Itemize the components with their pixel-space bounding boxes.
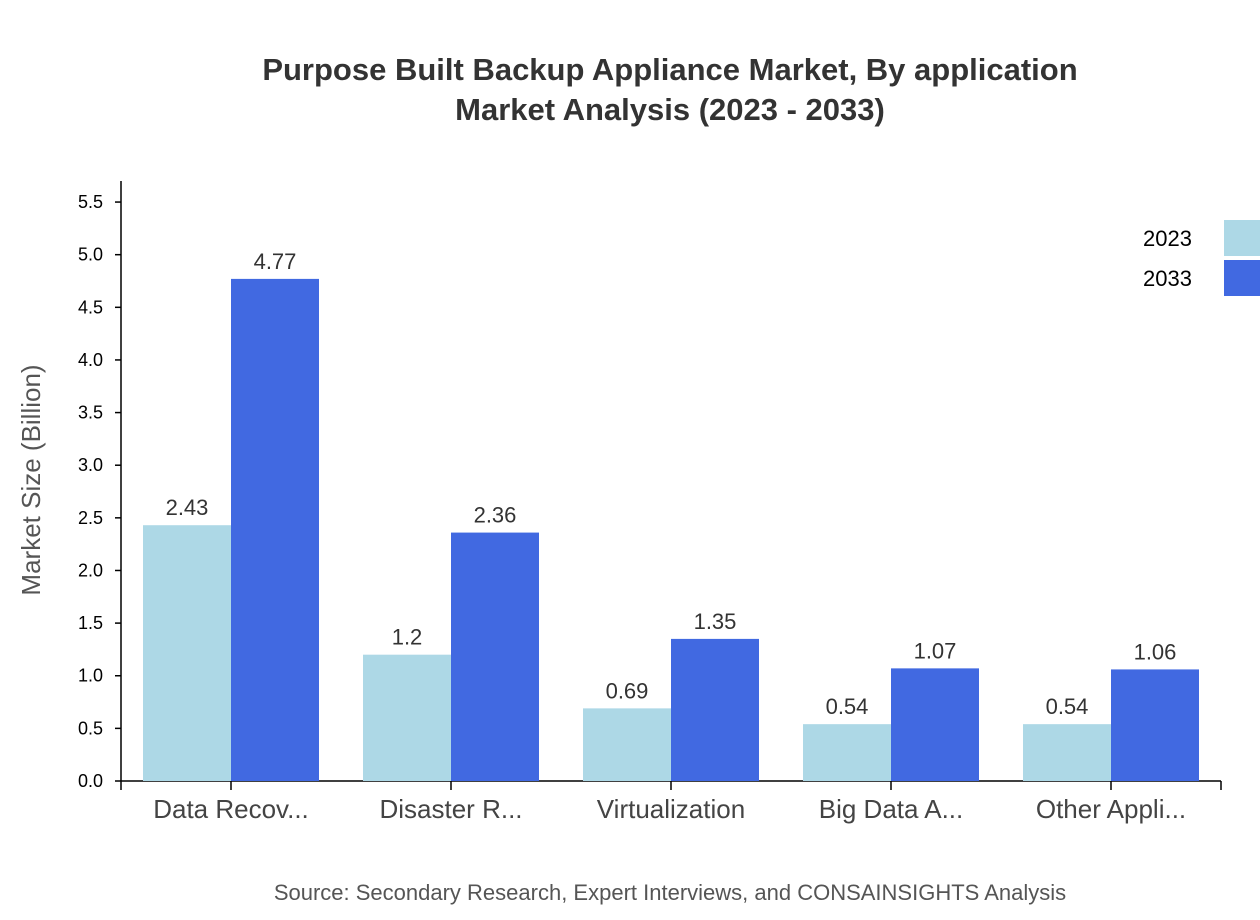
bar-value-label: 1.06 [1134, 639, 1177, 664]
x-category-label: Data Recov... [153, 794, 309, 824]
bar-2023 [583, 708, 671, 781]
y-tick-label: 1.5 [78, 613, 103, 633]
bar-2023 [803, 724, 891, 781]
y-tick-label: 4.5 [78, 297, 103, 317]
y-tick-label: 3.0 [78, 455, 103, 475]
x-category-label: Big Data A... [819, 794, 964, 824]
y-tick-label: 4.0 [78, 350, 103, 370]
y-tick-label: 2.5 [78, 508, 103, 528]
bar-value-label: 4.77 [254, 249, 297, 274]
legend-swatch-2033 [1224, 260, 1260, 296]
y-tick-label: 5.0 [78, 245, 103, 265]
y-tick-label: 5.5 [78, 192, 103, 212]
bar-2033 [231, 278, 319, 781]
chart-subtitle: Market Analysis (2023 - 2033) [455, 92, 885, 127]
legend-swatch-2023 [1224, 220, 1260, 256]
bar-2023 [1023, 724, 1111, 781]
bar-value-label: 1.35 [694, 609, 737, 634]
bar-2033 [451, 532, 539, 781]
legend: 2023 2033 [1143, 220, 1260, 296]
y-tick-label: 2.0 [78, 560, 103, 580]
legend-label: 2023 [1143, 226, 1192, 251]
y-tick-label: 0.5 [78, 718, 103, 738]
bar-2033 [671, 638, 759, 781]
bar-value-label: 0.54 [826, 694, 869, 719]
x-category-label: Virtualization [597, 794, 745, 824]
x-category-label: Other Appli... [1036, 794, 1186, 824]
y-axis-title: Market Size (Billion) [16, 364, 46, 595]
source-note: Source: Secondary Research, Expert Inter… [274, 880, 1066, 905]
y-tick-label: 1.0 [78, 666, 103, 686]
bar-value-label: 2.36 [474, 503, 517, 528]
y-tick-label: 3.5 [78, 403, 103, 423]
bar-2033 [1111, 669, 1199, 781]
y-tick-label: 0.0 [78, 771, 103, 791]
bar-2023 [143, 525, 231, 781]
bar-value-label: 1.07 [914, 638, 957, 663]
bar-value-label: 0.54 [1046, 694, 1089, 719]
plot-area: 0.0 0.5 1.0 1.5 2.0 2.5 3.0 3.5 4.0 4.5 5.0 5.5Data… [78, 181, 1222, 824]
bar-value-label: 1.2 [392, 625, 423, 650]
bar-value-label: 0.69 [606, 678, 649, 703]
bar-value-label: 2.43 [166, 495, 209, 520]
legend-label: 2033 [1143, 266, 1192, 291]
bar-2023 [363, 654, 451, 781]
x-category-label: Disaster R... [379, 794, 522, 824]
bar-2033 [891, 668, 979, 781]
chart-title: Purpose Built Backup Appliance Market, B… [262, 52, 1077, 87]
